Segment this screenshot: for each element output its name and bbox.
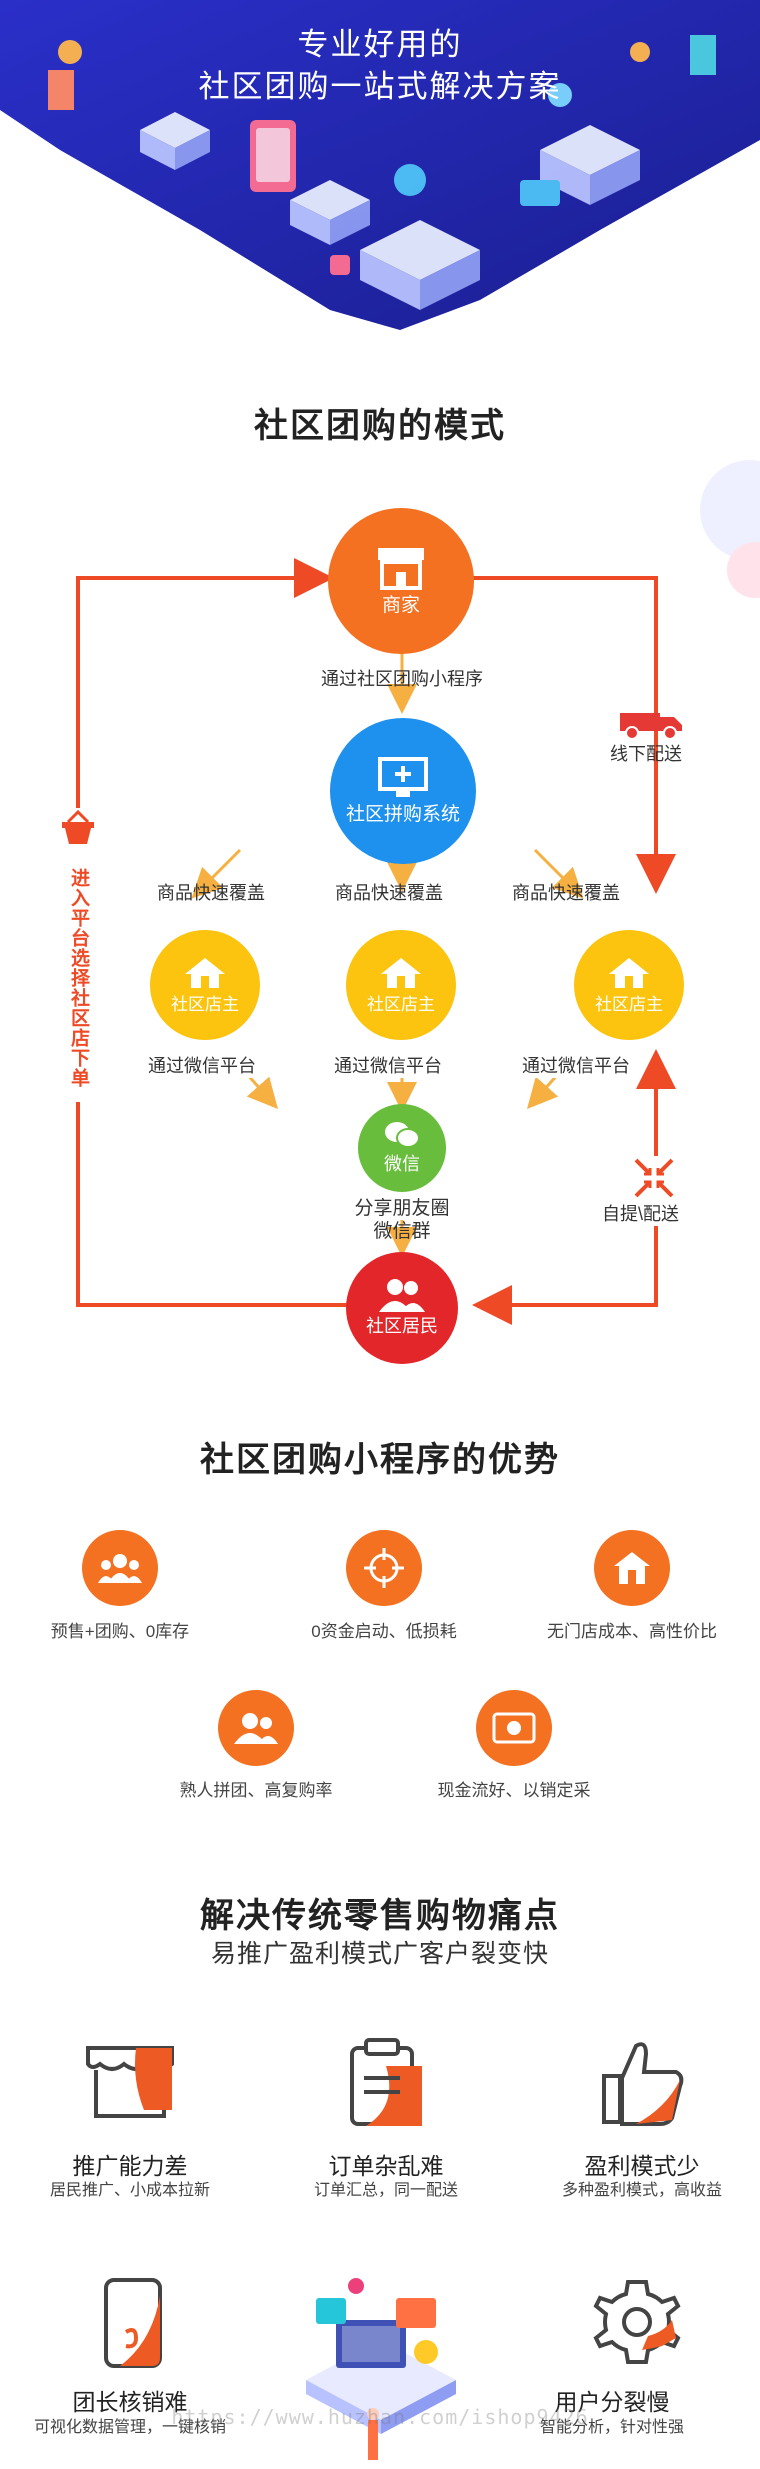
basket-icon-wrap [58, 808, 98, 858]
store-icon [378, 547, 424, 590]
store-owner-label-middle: 社区店主 [367, 994, 435, 1014]
pain-desc-1: 居民推广、小成本拉新 [49, 2182, 210, 2199]
adv-label-1: 预售+团购、0库存 [50, 1622, 190, 1641]
wechat-platform-label-left: 通过微信平台 [148, 1052, 256, 1078]
store-owner-node-left: 社区店主 [150, 930, 260, 1040]
resident-node: 社区居民 [346, 1252, 458, 1364]
share-line1: 分享朋友圈 [354, 1198, 450, 1219]
miniapp-label: 通过社区团购小程序 [321, 669, 483, 689]
pain-title-4: 团长核销难 [72, 2389, 188, 2415]
decorative-circles [700, 460, 760, 598]
pain-title-2: 订单杂乱难 [328, 2153, 444, 2179]
share-line2: 微信群 [373, 1221, 431, 1242]
resident-label: 社区居民 [366, 1316, 438, 1336]
pain-subtitle: 易推广盈利模式广客户裂变快 [210, 1940, 549, 1968]
store-owner-label-right: 社区店主 [595, 994, 663, 1014]
adv-label-3: 无门店成本、高性价比 [547, 1622, 717, 1641]
clipboard-icon [350, 2038, 422, 2126]
store-owner-label-left: 社区店主 [171, 994, 239, 1014]
adv-icon-wrap-4 [218, 1690, 294, 1766]
adv-label-2: 0资金启动、低损耗 [311, 1622, 457, 1641]
left-order-label: 进入平台选择社区店下单 [62, 854, 94, 1102]
pain-desc-3: 多种盈利模式，高收益 [561, 2182, 722, 2199]
offline-delivery-label: 线下配送 [610, 744, 682, 764]
wechat-label: 微信 [384, 1154, 420, 1174]
cover-label-right: 商品快速覆盖 [512, 883, 620, 903]
hero-title-line1: 专业好用的 [297, 27, 463, 62]
pain-desc-2: 订单汇总，同一配送 [313, 2182, 458, 2199]
home-icon [609, 957, 649, 988]
house-icon [614, 1552, 650, 1584]
cover-label-middle: 商品快速覆盖 [335, 883, 443, 903]
pain-title-5: 用户分裂慢 [554, 2389, 670, 2415]
pain-title-1: 推广能力差 [72, 2153, 188, 2179]
watermark: https://www.huzhan.com/ishop9426 [171, 2405, 589, 2429]
friends-icon [234, 1713, 278, 1744]
dashboard-illustration [306, 2278, 456, 2460]
truck-icon [620, 713, 682, 740]
gear-icon [593, 2280, 681, 2364]
people-icon [379, 1279, 425, 1312]
target-icon [364, 1548, 404, 1588]
home-icon [381, 957, 421, 988]
shop-icon [86, 2046, 174, 2118]
model-section-title: 社区团购的模式 [254, 407, 506, 445]
users-group-icon [98, 1554, 142, 1583]
adv-icon-wrap-2 [346, 1530, 422, 1606]
arrows-converge-icon [632, 1156, 676, 1200]
adv-icon-wrap-3 [594, 1530, 670, 1606]
merchant-node: 商家 [328, 508, 474, 654]
cash-icon [492, 1712, 536, 1744]
basket-icon [62, 809, 94, 844]
phone-icon [104, 2278, 162, 2368]
adv-icon-wrap-5 [476, 1690, 552, 1766]
hero-illustration [0, 0, 760, 340]
store-owner-node-right: 社区店主 [574, 930, 684, 1040]
monitor-icon [378, 756, 428, 797]
hero-title-line2: 社区团购一站式解决方案 [198, 69, 562, 104]
cover-label-left: 商品快速覆盖 [157, 883, 265, 903]
pain-title-3: 盈利模式少 [584, 2153, 700, 2179]
wechat-node: 微信 [358, 1104, 446, 1192]
thumbs-up-icon [602, 2042, 684, 2126]
pain-desc-5: 智能分析，针对性强 [539, 2419, 684, 2436]
wechat-platform-label-right: 通过微信平台 [522, 1052, 630, 1078]
pain-section-title: 解决传统零售购物痛点 [200, 1897, 560, 1935]
adv-icon-wrap-1 [82, 1530, 158, 1606]
system-label: 社区拼购系统 [345, 803, 460, 825]
advantages-section-title: 社区团购小程序的优势 [200, 1441, 560, 1479]
home-icon [185, 957, 225, 988]
wechat-platform-label-middle: 通过微信平台 [334, 1052, 442, 1078]
store-owner-node-middle: 社区店主 [346, 930, 456, 1040]
pickup-delivery-label: 自提\配送 [602, 1200, 680, 1226]
adv-label-5: 现金流好、以销定采 [437, 1781, 591, 1800]
merchant-label: 商家 [381, 594, 420, 616]
hero-banner: 专业好用的 社区团购一站式解决方案 [0, 0, 760, 340]
system-node: 社区拼购系统 [330, 718, 476, 864]
pain-desc-4: 可视化数据管理，一键核销 [33, 2419, 226, 2436]
wechat-icon [385, 1122, 420, 1148]
hero-title: 专业好用的 社区团购一站式解决方案 [0, 24, 760, 108]
adv-label-4: 熟人拼团、高复购率 [179, 1781, 333, 1800]
